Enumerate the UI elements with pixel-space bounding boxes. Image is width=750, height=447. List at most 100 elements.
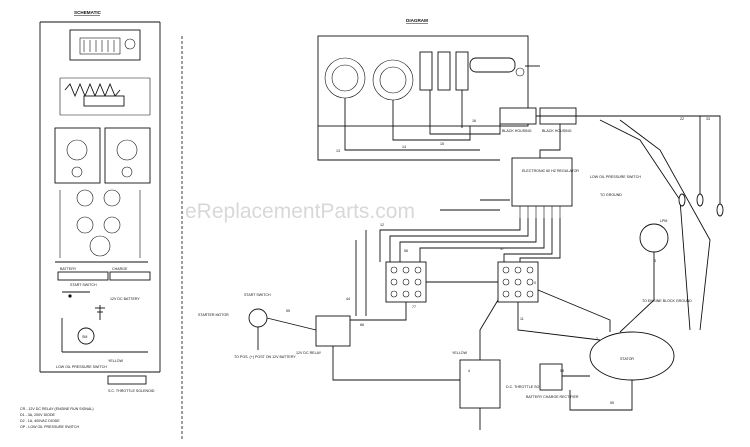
wire-number: 16	[472, 119, 476, 123]
harness-wire	[569, 380, 633, 411]
wire-number: 11	[520, 317, 524, 321]
wire-number: 77	[412, 305, 416, 309]
relay-12v	[315, 315, 351, 347]
harness-wire	[537, 289, 611, 332]
harness-wire	[539, 124, 561, 158]
harness-wire	[429, 90, 501, 135]
battery-charge-rectifier	[539, 363, 563, 391]
terminal-pin	[514, 278, 522, 286]
harness-wire	[599, 119, 691, 331]
starter-motor-label: STARTER MOTOR	[198, 313, 229, 317]
harness-wire	[317, 126, 500, 161]
legend-item: OP - LOW OIL PRESSURE SWITCH	[20, 425, 80, 429]
wire-number: 33	[706, 117, 710, 121]
regulator-label: ELECTRONIC 60 HZ REGULATOR	[522, 169, 579, 173]
terminal-pin	[502, 266, 510, 274]
wire-number: 22	[680, 117, 684, 121]
schematic-solenoid-box	[107, 375, 147, 385]
harness-wire	[399, 218, 537, 262]
schematic-title: SCHEMATIC	[74, 10, 102, 15]
wire-number: 14	[402, 145, 406, 149]
diagram-title: DIAGRAM	[406, 18, 428, 23]
wire-number: 13	[336, 149, 340, 153]
harness-wire	[344, 98, 480, 151]
terminal-pin	[526, 266, 534, 274]
wire-number: 59	[610, 401, 614, 405]
wire-number: 56	[404, 249, 408, 253]
harness-wire	[479, 299, 499, 360]
wire-number: 3	[654, 259, 656, 263]
wire-number: 2	[596, 337, 598, 341]
harness-wire	[619, 252, 655, 333]
schematic-charge-label: CHARGE	[112, 267, 128, 271]
harness-wire	[392, 100, 471, 141]
schematic-starter-motor	[77, 327, 95, 345]
wire-number: 44	[346, 297, 350, 301]
stator	[589, 331, 675, 381]
terminal-pin	[526, 290, 534, 298]
harness-wire	[503, 218, 553, 262]
harness-wire	[350, 302, 407, 321]
harness-wire	[332, 346, 460, 381]
inline-fuse	[678, 193, 686, 207]
black-housing-1	[499, 107, 537, 125]
wire-number: 55	[286, 309, 290, 313]
solenoid-label: D.C. THROTTLE SOLENOID	[506, 385, 553, 389]
terminal-pin	[414, 266, 422, 274]
wire-number: 66	[360, 323, 364, 327]
legend-item: D1 - 3A, 200V DIODE	[20, 413, 56, 417]
terminal-pin	[390, 266, 398, 274]
terminal-pin	[414, 290, 422, 298]
legend-item: D2 - 1A, 400VAC DIODE	[20, 419, 60, 423]
ground-label: TO ENGINE BLOCK GROUND	[642, 299, 692, 303]
wire-number: 12	[380, 223, 384, 227]
legend-item: CR - 12V DC RELAY (ENGINE RUN SIGNAL)	[20, 407, 94, 411]
diagram-panel: DIAGRAM BLACK HOUSING BLACK HOUSING ELEC…	[185, 18, 692, 409]
stator-label: STATOR	[620, 357, 634, 361]
relay-label: 12V DC RELAY	[296, 351, 322, 355]
terminal-pin	[526, 278, 534, 286]
harness-wire	[379, 218, 521, 262]
to-ground-label: TO GROUND	[600, 193, 622, 197]
terminal-pin	[402, 278, 410, 286]
harness-wire	[419, 218, 545, 262]
harness-wire	[619, 119, 711, 331]
starter-motor	[248, 308, 268, 328]
terminal-pin	[390, 278, 398, 286]
harness-wire	[517, 302, 601, 341]
terminal-pin	[414, 278, 422, 286]
terminal-pin	[502, 278, 510, 286]
schematic-panel: SCHEMATIC	[20, 10, 161, 429]
terminal-block-right	[497, 261, 539, 303]
yellow-label: YELLOW	[452, 351, 468, 355]
black-housing-1-label: BLACK HOUSING	[502, 129, 532, 133]
wire-number: 0	[534, 281, 536, 285]
terminal-pin	[502, 290, 510, 298]
terminal-block-left	[385, 261, 427, 303]
harness-wire	[266, 317, 317, 331]
watermark: eReplacementParts.com	[185, 200, 415, 223]
schematic-battery-label: BATTERY	[60, 267, 77, 271]
harness-wire	[389, 218, 529, 262]
terminal-pin	[390, 290, 398, 298]
terminal-pin	[402, 290, 410, 298]
terminal-pin	[514, 290, 522, 298]
schematic-sm-label: SM	[82, 335, 87, 339]
inline-fuse	[716, 203, 724, 217]
harness-wire	[576, 115, 721, 210]
low-oil-label: LOW OIL PRESSURE SWITCH	[590, 175, 641, 179]
battery-note-label: TO POS. (+) POST ON 12V BATTERY	[234, 355, 296, 359]
inline-fuse	[696, 193, 704, 207]
lpm-sensor	[639, 223, 669, 253]
wire-number: 4	[468, 369, 470, 373]
start-switch-label: START SWITCH	[244, 293, 271, 297]
electronic-regulator	[511, 157, 573, 207]
schematic-yellow-label: YELLOW	[108, 359, 124, 363]
schematic-breaker-box	[69, 29, 141, 61]
harness-wire	[519, 218, 561, 262]
terminal-pin	[514, 266, 522, 274]
wire-number: 58	[560, 369, 564, 373]
wire-number: 15	[440, 142, 444, 146]
